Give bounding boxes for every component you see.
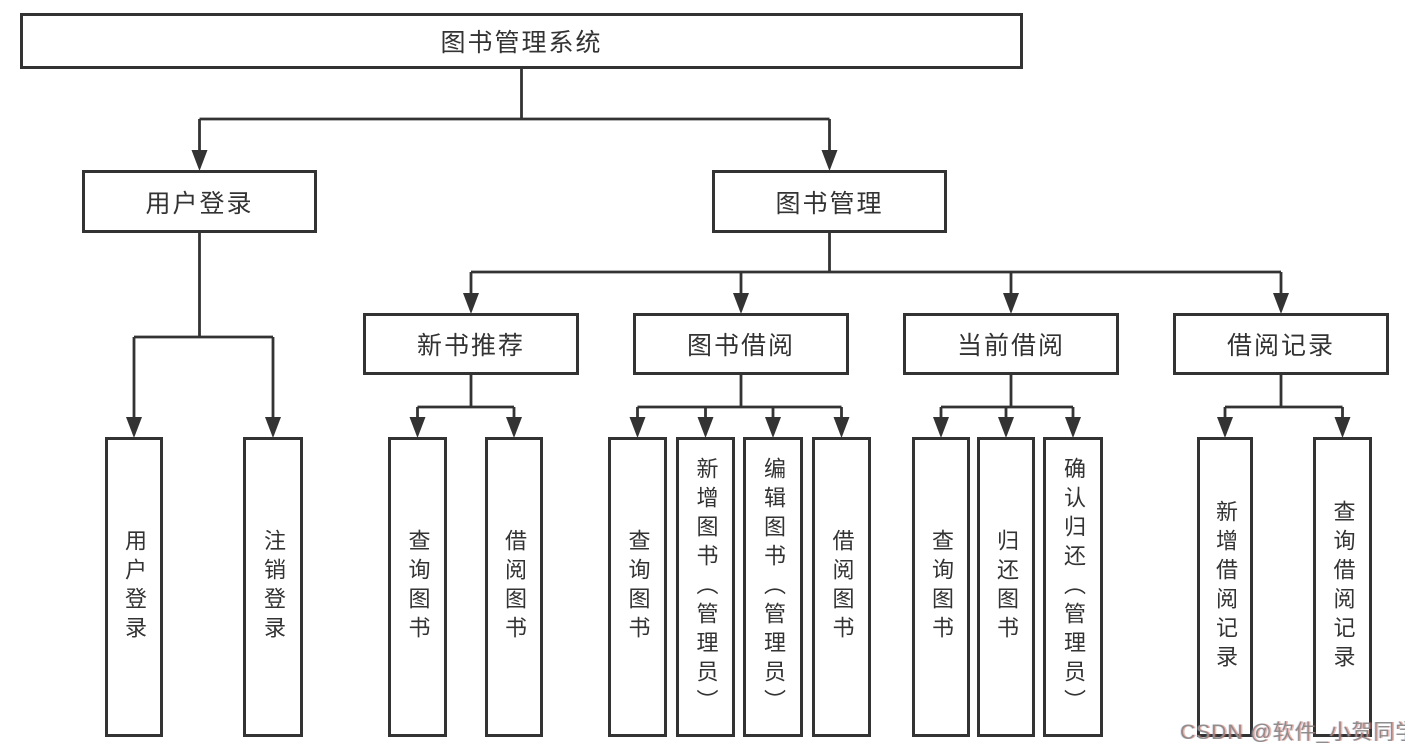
arrowhead xyxy=(1065,417,1081,438)
arrowhead xyxy=(1003,293,1019,314)
node-leaf-borrow-books-b: 借阅图书 xyxy=(812,437,871,737)
node-root: 图书管理系统 xyxy=(20,13,1023,69)
node-leaf-add-borrow-record: 新增借阅记录 xyxy=(1197,437,1253,737)
node-leaf-add-books: 新增图书（管理员） xyxy=(676,437,735,737)
arrowhead xyxy=(506,417,522,438)
arrowhead xyxy=(1217,417,1233,438)
arrowhead xyxy=(998,417,1014,438)
node-leaf-query-books-c: 查询图书 xyxy=(912,437,970,737)
node-leaf-confirm-return: 确认归还（管理员） xyxy=(1043,437,1103,737)
arrowhead xyxy=(409,417,426,438)
arrowhead xyxy=(765,417,781,438)
arrowhead xyxy=(1334,417,1351,438)
node-leaf-user-login: 用户登录 xyxy=(105,437,163,737)
node-leaf-query-borrow-record: 查询借阅记录 xyxy=(1313,437,1372,737)
arrowhead xyxy=(833,417,850,438)
node-leaf-logout: 注销登录 xyxy=(243,437,303,737)
arrowhead xyxy=(821,150,838,171)
arrowhead xyxy=(463,293,479,314)
arrowhead xyxy=(733,293,749,314)
node-leaf-borrow-books-a: 借阅图书 xyxy=(485,437,543,737)
arrowhead xyxy=(191,150,208,171)
arrowhead xyxy=(629,417,646,438)
arrowhead xyxy=(126,417,142,438)
node-current-borrowing: 当前借阅 xyxy=(903,313,1119,375)
csdn-watermark: CSDN @软件_小贺同学 xyxy=(1180,721,1405,744)
node-leaf-query-books-b: 查询图书 xyxy=(608,437,667,737)
node-user-login: 用户登录 xyxy=(82,170,317,233)
node-leaf-query-books-a: 查询图书 xyxy=(388,437,447,737)
node-new-book-recommend: 新书推荐 xyxy=(363,313,579,375)
node-leaf-edit-books: 编辑图书（管理员） xyxy=(743,437,803,737)
arrowhead xyxy=(933,417,949,438)
node-book-management: 图书管理 xyxy=(712,170,947,233)
arrowhead xyxy=(265,417,281,438)
node-book-borrowing: 图书借阅 xyxy=(633,313,849,375)
arrowhead xyxy=(1273,293,1289,314)
node-leaf-return-books: 归还图书 xyxy=(977,437,1035,737)
node-borrowing-records: 借阅记录 xyxy=(1173,313,1389,375)
arrowhead xyxy=(697,417,714,438)
